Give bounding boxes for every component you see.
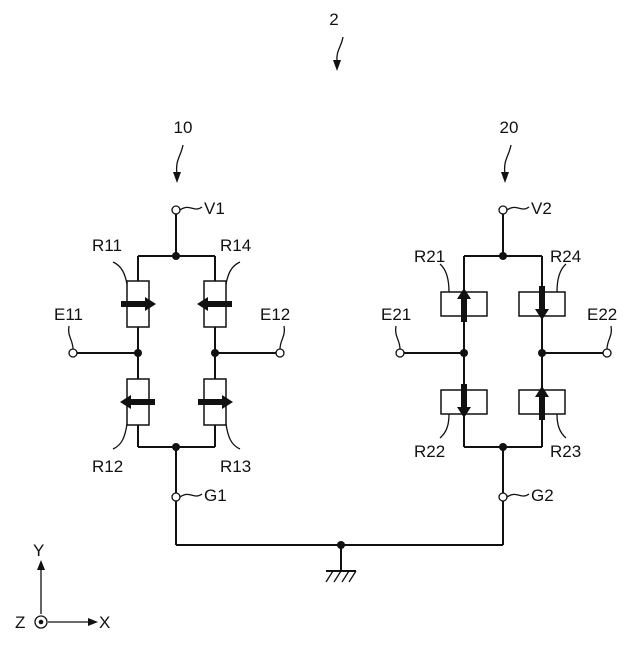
axis-label-y: Y [33,541,44,560]
label-r11: R11 [92,236,122,255]
terminal-e21 [396,349,404,357]
ref-arrowhead-20 [501,172,509,183]
label-r14: R14 [220,236,251,255]
label-e21: E21 [381,305,411,324]
label-g2: G2 [531,486,554,505]
terminal-g2 [499,493,507,501]
label-e22: E22 [587,305,617,324]
ref-numeral-10: 10 [174,118,193,137]
label-r21: R21 [414,247,445,266]
bridge-circuit-1: V1 E11 E12 G1 R11 R14 R12 R13 [54,199,290,505]
label-v2: V2 [531,199,552,218]
ref-arrowhead-2 [333,60,341,71]
axis-label-z: Z [15,613,25,632]
ref-leader-10 [177,145,183,174]
terminal-v2 [499,206,507,214]
label-r13: R13 [220,457,251,476]
ref-arrowhead-10 [173,172,181,183]
label-r22: R22 [414,442,445,461]
label-r23: R23 [550,442,581,461]
ref-leader-20 [505,145,511,174]
y-axis-arrow-icon [37,560,45,570]
terminal-g1 [172,493,180,501]
label-e11: E11 [54,305,83,324]
ground-symbol-icon [326,571,356,582]
ref-numeral-20: 20 [500,118,519,137]
x-axis-arrow-icon [88,618,98,626]
label-v1: V1 [204,199,225,218]
label-r24: R24 [550,247,581,266]
label-r12: R12 [92,457,123,476]
common-ground [176,501,503,582]
ref-numeral-2: 2 [329,10,338,29]
axis-label-x: X [99,613,110,632]
terminal-e22 [603,349,611,357]
terminal-v1 [172,206,180,214]
terminal-e11 [69,349,77,357]
bridge-circuit-2: V2 E21 E22 G2 R21 R24 R22 R23 [381,199,617,505]
coordinate-axes: Y X Z [15,541,110,632]
label-e12: E12 [260,305,290,324]
terminal-e12 [276,349,284,357]
label-g1: G1 [204,486,227,505]
ref-leader-2 [337,37,343,62]
